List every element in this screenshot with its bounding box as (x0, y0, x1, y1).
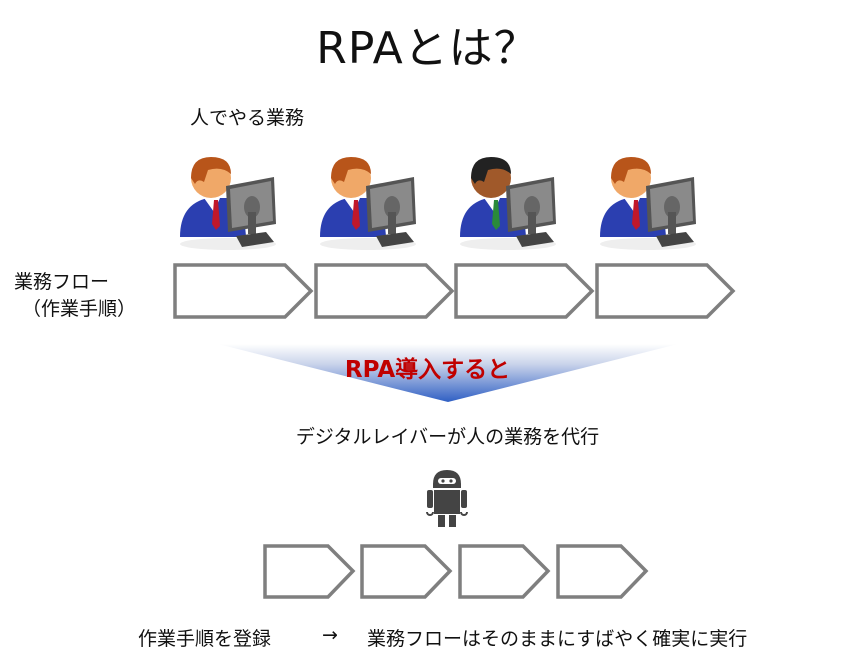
robot-icon (426, 470, 468, 527)
flow-step-3 (454, 263, 595, 319)
robot-flow-step-4 (556, 544, 649, 599)
flow-label-line2: （作業手順） (22, 298, 137, 320)
robot-caption: デジタルレイバーが人の業務を代行 (295, 426, 600, 448)
worker-at-computer-icon (458, 152, 558, 252)
human-work-caption: 人でやる業務 (190, 107, 305, 129)
page-title: RPAとは？ (316, 23, 539, 74)
footer-register: 作業手順を登録 (138, 628, 272, 650)
transition-label: RPA導入すると (344, 357, 511, 383)
robot-flow-step-3 (458, 544, 551, 599)
worker-at-computer-icon (598, 152, 698, 252)
flow-label-line1: 業務フロー (14, 271, 110, 293)
flow-step-1 (173, 263, 314, 319)
robot-flow-step-1 (263, 544, 356, 599)
worker-at-computer-icon (318, 152, 418, 252)
robot-flow-step-2 (360, 544, 453, 599)
footer-arrow: → (322, 624, 338, 646)
flow-step-4 (595, 263, 736, 319)
worker-at-computer-icon (178, 152, 278, 252)
footer-execute: 業務フローはそのままにすばやく確実に実行 (367, 628, 748, 650)
flow-step-2 (314, 263, 455, 319)
